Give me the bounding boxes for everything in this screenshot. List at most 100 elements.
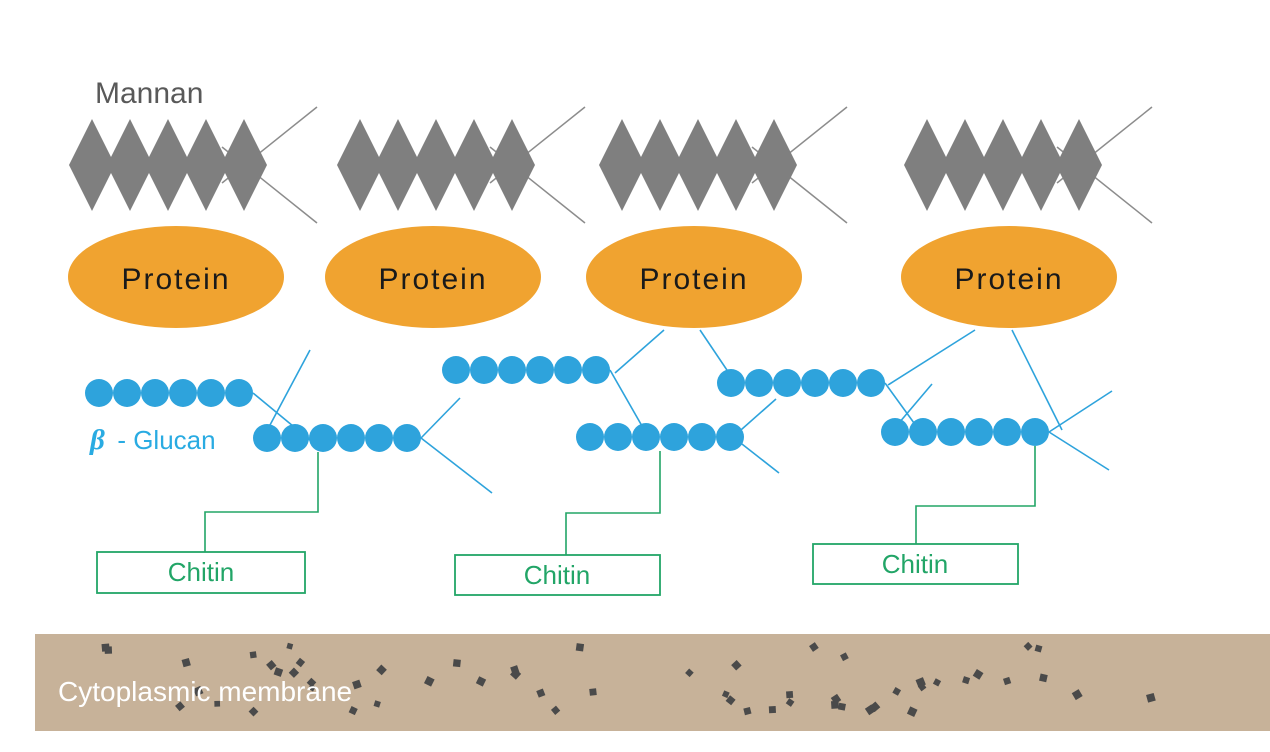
glucan-label-text: - Glucan	[117, 425, 215, 455]
protein-label: Protein	[121, 263, 230, 296]
membrane-label: Cytoplasmic membrane	[58, 676, 352, 707]
membrane-speckle	[423, 675, 435, 687]
chitin-label: Chitin	[168, 557, 234, 587]
membrane-speckle	[214, 700, 221, 707]
mannan-diamond	[413, 119, 459, 211]
membrane-speckle	[1146, 692, 1156, 703]
membrane-speckle	[972, 669, 984, 680]
mannan-diamond	[375, 119, 421, 211]
membrane-speckle	[266, 659, 277, 671]
membrane-speckle	[932, 678, 942, 687]
glucan-branch-line	[420, 437, 493, 494]
mannan-diamond	[489, 119, 535, 211]
membrane-speckle	[452, 659, 461, 668]
membrane-speckle	[589, 688, 597, 696]
glucan-branch-line	[420, 397, 461, 439]
protein-ellipse	[325, 226, 541, 328]
membrane-speckle	[510, 665, 520, 675]
chitin-connector	[204, 452, 319, 552]
protein-ellipse	[68, 226, 284, 328]
membrane-speckle	[306, 677, 317, 688]
membrane-speckle	[376, 664, 387, 676]
membrane-speckle	[288, 667, 300, 678]
membrane-speckle	[785, 698, 795, 707]
membrane-speckle	[685, 668, 694, 678]
membrane-speckle	[101, 643, 110, 652]
glucan-bead	[717, 369, 745, 397]
protein-ellipse	[901, 226, 1117, 328]
glucan-bead	[169, 379, 197, 407]
glucan-bead	[773, 369, 801, 397]
glucan-bead	[113, 379, 141, 407]
chitin-group: Chitin Chitin Chitin	[96, 446, 1036, 596]
glucan-bead	[909, 418, 937, 446]
mannan-label: Mannan	[95, 77, 203, 110]
mannan-diamond	[675, 119, 721, 211]
glucan-bead	[281, 424, 309, 452]
membrane-speckle	[768, 705, 777, 714]
membrane-speckle	[295, 657, 306, 668]
glucan-bead	[716, 423, 744, 451]
glucan-bead	[526, 356, 554, 384]
glucan-bead	[582, 356, 610, 384]
membrane-speckle	[786, 691, 794, 699]
chitin-connector	[915, 446, 1036, 544]
membrane-speckle	[373, 700, 381, 708]
glucan-branch-line	[1048, 390, 1113, 433]
glucan-bead	[253, 424, 281, 452]
glucan-bead	[337, 424, 365, 452]
mannan-diamond	[637, 119, 683, 211]
glucan-branch-line	[1048, 431, 1110, 471]
membrane-speckle	[1034, 644, 1043, 653]
mannan-chains	[69, 119, 1102, 211]
membrane-speckle	[1023, 641, 1033, 651]
glucan-bead	[554, 356, 582, 384]
membrane-speckle	[869, 701, 881, 713]
membrane-speckle	[175, 701, 185, 712]
glucan-bead	[857, 369, 885, 397]
chitin-box	[96, 551, 306, 594]
glucan-bead	[309, 424, 337, 452]
glucan-bead	[85, 379, 113, 407]
glucan-bead	[393, 424, 421, 452]
membrane-speckle	[840, 652, 849, 662]
membrane-speckle	[731, 660, 742, 671]
membrane-speckle	[721, 690, 730, 699]
mannan-diamond	[599, 119, 645, 211]
chitin-label: Chitin	[882, 549, 948, 579]
chitin-box	[812, 543, 1019, 585]
membrane-speckle	[917, 682, 927, 692]
chitin-label: Chitin	[524, 560, 590, 590]
glucan-bead	[365, 424, 393, 452]
glucan-bead	[141, 379, 169, 407]
membrane-speckle	[838, 702, 846, 711]
membrane-speckles	[101, 641, 1156, 717]
protein-label: Protein	[954, 263, 1063, 296]
protein-ellipse	[586, 226, 802, 328]
glucan-bead	[576, 423, 604, 451]
mannan-diamond	[980, 119, 1026, 211]
membrane-speckle	[286, 642, 294, 650]
glucan-bead	[965, 418, 993, 446]
protein-row: Protein Protein Protein Protein	[68, 226, 1117, 328]
membrane-speckle	[830, 693, 842, 705]
membrane-speckle	[1039, 673, 1048, 683]
glucan-bead	[801, 369, 829, 397]
glucan-branch-line	[1011, 329, 1063, 431]
mannan-diamond	[183, 119, 229, 211]
glucan-bead	[993, 418, 1021, 446]
membrane-band	[35, 634, 1270, 731]
membrane-speckle	[892, 687, 902, 696]
mannan-diamond	[221, 119, 267, 211]
membrane-speckle	[248, 706, 259, 717]
glucan-bead	[604, 423, 632, 451]
glucan-bead	[881, 418, 909, 446]
protein-label: Protein	[639, 263, 748, 296]
membrane-speckle	[906, 706, 918, 717]
membrane-speckle	[536, 688, 546, 698]
chitin-box	[454, 554, 661, 596]
protein-label: Protein	[378, 263, 487, 296]
mannan-diamond	[1056, 119, 1102, 211]
